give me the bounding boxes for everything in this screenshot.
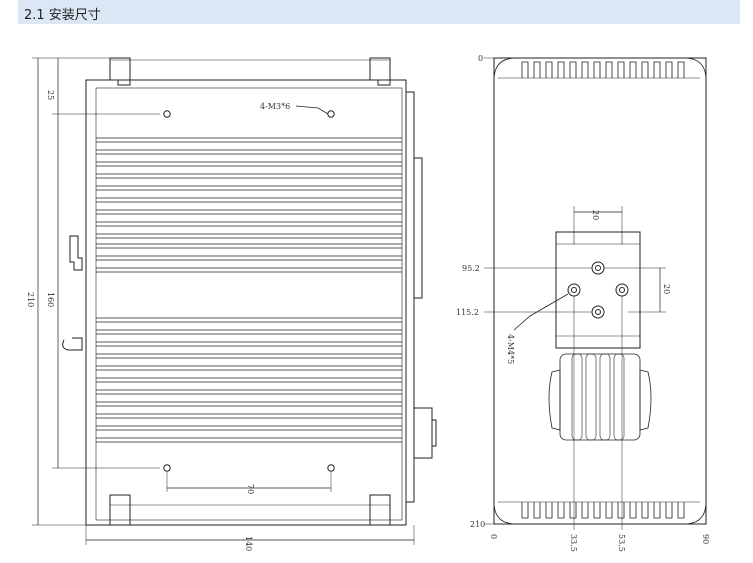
side-dim-bracket-hole: 20 bbox=[662, 284, 671, 294]
side-label-115: 115.2 bbox=[456, 308, 479, 317]
front-din-clip bbox=[69, 235, 83, 271]
front-hole-callout: 4-M3*6 bbox=[260, 102, 290, 111]
dim-hole-spacing-vertical: 160 bbox=[46, 292, 55, 307]
section-header: 2.1 安装尺寸 bbox=[18, 0, 740, 24]
side-din-bracket bbox=[555, 231, 641, 349]
side-x-label-53: 53.5 bbox=[617, 534, 626, 552]
side-hole-bottom bbox=[591, 305, 605, 319]
side-body-outline bbox=[493, 57, 707, 525]
side-x-label-90: 90 bbox=[701, 534, 710, 544]
side-label-top: 0 bbox=[478, 54, 483, 63]
front-hole-bottom-right bbox=[327, 464, 335, 472]
front-heatsink-fins-top bbox=[96, 137, 402, 273]
dim-hole-spacing-horizontal: 70 bbox=[246, 484, 255, 494]
front-heatsink-fins-bottom bbox=[96, 317, 402, 443]
front-body-outline bbox=[85, 79, 407, 526]
section-title: 2.1 安装尺寸 bbox=[24, 8, 101, 23]
side-fins-bottom bbox=[521, 502, 685, 519]
front-view bbox=[32, 57, 437, 545]
front-top-ear-left bbox=[109, 57, 131, 86]
side-hole-left bbox=[567, 283, 581, 297]
side-label-bottom: 210 bbox=[470, 520, 485, 529]
front-top-ear-right bbox=[369, 57, 391, 86]
dim-top-offset: 25 bbox=[46, 90, 55, 100]
side-label-95: 95.2 bbox=[462, 264, 480, 273]
front-hole-bottom-left bbox=[163, 464, 171, 472]
side-x-label-0: 0 bbox=[489, 534, 498, 539]
side-fins-top bbox=[521, 61, 685, 78]
front-hole-top-left bbox=[163, 110, 171, 118]
side-hole-right bbox=[615, 283, 629, 297]
front-bottom-ear-left bbox=[109, 494, 131, 525]
dim-width: 140 bbox=[244, 536, 253, 551]
front-bottom-ear-right bbox=[369, 494, 391, 525]
dim-total-height: 210 bbox=[26, 292, 35, 307]
side-x-label-33: 33.5 bbox=[569, 534, 578, 552]
side-dim-bracket-width: 20 bbox=[591, 210, 600, 220]
side-view bbox=[484, 57, 707, 530]
front-hole-top-right bbox=[327, 110, 335, 118]
side-hole-top bbox=[591, 261, 605, 275]
side-hole-callout: 4-M4*5 bbox=[506, 334, 515, 364]
